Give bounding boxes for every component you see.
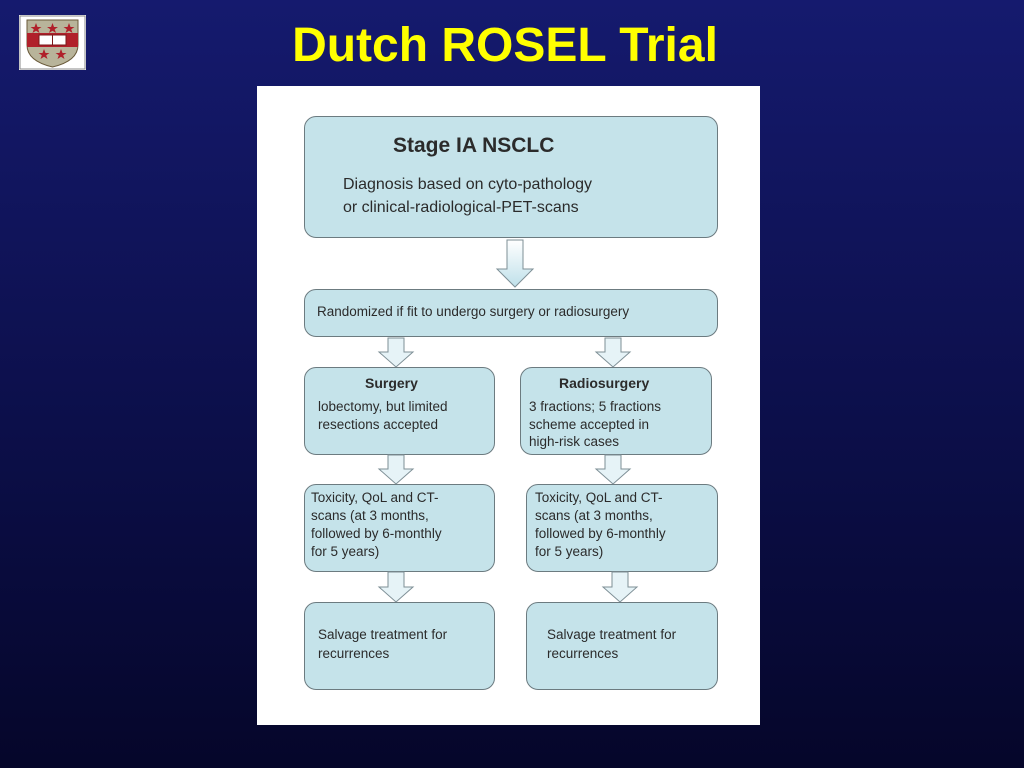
- salvage-left-text: Salvage treatment for recurrences: [318, 627, 448, 661]
- followup-left-box: Toxicity, QoL and CT- scans (at 3 months…: [304, 484, 495, 572]
- randomization-text: Randomized if fit to undergo surgery or …: [317, 304, 630, 319]
- surgery-title: Surgery: [365, 375, 418, 391]
- stage-text: Diagnosis based on cyto-pathology or cli…: [343, 176, 593, 216]
- salvage-left-box: Salvage treatment for recurrences: [304, 602, 495, 690]
- slide-title: Dutch ROSEL Trial: [292, 19, 718, 72]
- university-crest-icon: [19, 15, 86, 70]
- radiosurgery-text: 3 fractions; 5 fractions scheme accepted…: [529, 399, 662, 449]
- surgery-text: lobectomy, but limited resections accept…: [318, 399, 448, 432]
- arrow-down-icon: [377, 454, 415, 485]
- salvage-right-box: Salvage treatment for recurrences: [526, 602, 718, 690]
- flowchart-panel: Stage IA NSCLC Diagnosis based on cyto-p…: [257, 86, 760, 725]
- surgery-box: Surgery lobectomy, but limited resection…: [304, 367, 495, 455]
- arrow-down-icon: [594, 337, 632, 368]
- arrow-down-icon: [601, 571, 639, 603]
- followup-right-text: Toxicity, QoL and CT- scans (at 3 months…: [535, 490, 666, 559]
- arrow-down-icon: [495, 239, 535, 289]
- followup-right-box: Toxicity, QoL and CT- scans (at 3 months…: [526, 484, 718, 572]
- stage-box: Stage IA NSCLC Diagnosis based on cyto-p…: [304, 116, 718, 238]
- radiosurgery-box: Radiosurgery 3 fractions; 5 fractions sc…: [520, 367, 712, 455]
- arrow-down-icon: [377, 337, 415, 368]
- radiosurgery-title: Radiosurgery: [559, 375, 650, 391]
- stage-title: Stage IA NSCLC: [393, 134, 555, 157]
- randomization-box: Randomized if fit to undergo surgery or …: [304, 289, 718, 337]
- followup-left-text: Toxicity, QoL and CT- scans (at 3 months…: [311, 490, 442, 559]
- salvage-right-text: Salvage treatment for recurrences: [547, 627, 677, 661]
- arrow-down-icon: [377, 571, 415, 603]
- arrow-down-icon: [594, 454, 632, 485]
